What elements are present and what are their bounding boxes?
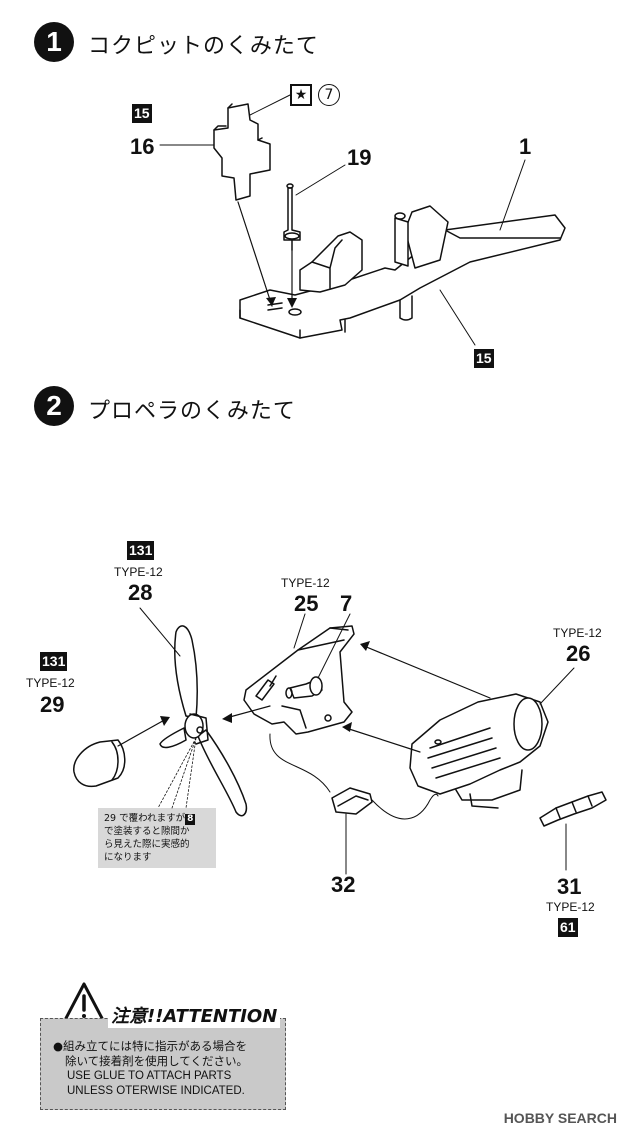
part-31-label: 31 [557, 874, 582, 899]
type-label-31: TYPE-12 [546, 900, 595, 914]
type-label-29: TYPE-12 [26, 676, 75, 690]
note-line3: ら見えた際に実感的 [104, 839, 190, 850]
propeller-shaft-part [285, 676, 323, 699]
propeller-part [159, 625, 248, 817]
marking-star-icon: ★ [290, 84, 312, 106]
engine-part [409, 693, 549, 809]
type-label-28: TYPE-12 [114, 565, 163, 579]
note-line2: で塗装すると隙間か [104, 826, 190, 837]
control-stick-part [283, 183, 301, 251]
color-ref-131-part29: 131 [40, 652, 68, 671]
attention-line4: UNLESS OTERWISE INDICATED. [67, 1085, 245, 1097]
warning-triangle-icon [62, 982, 106, 1024]
type-label-25: TYPE-12 [281, 576, 330, 590]
attention-line1: ●組み立てには特に指示がある場合を [53, 1039, 248, 1053]
part-7-label: 7 [340, 591, 353, 616]
step-2-title: プロペラのくみたて [88, 399, 296, 424]
watermark: HOBBY SEARCH [503, 1110, 617, 1126]
note-line1: 29 で覆われますが [104, 813, 186, 824]
step-2-badge: 2 [34, 386, 74, 426]
color-ref-15-part16: 15 [132, 104, 152, 123]
rudder-pedal-part [213, 103, 271, 201]
part-25-label: 25 [294, 591, 319, 616]
part-16-label: 16 [130, 134, 155, 159]
part-28-label: 28 [128, 580, 153, 605]
part-29-label: 29 [40, 692, 65, 717]
type-label-26: TYPE-12 [553, 626, 602, 640]
nose-housing-part [243, 625, 355, 735]
part-1-label: 1 [519, 134, 532, 159]
attention-line2: 除いて接着剤を使用してください。 [65, 1054, 248, 1068]
step-1-badge: 1 [34, 22, 74, 62]
part-19-label: 19 [347, 145, 372, 170]
note-color-ref: 8 [185, 814, 196, 825]
color-ref-61-part31: 61 [558, 918, 578, 937]
part-26-label: 26 [566, 641, 591, 666]
attention-line3: USE GLUE TO ATTACH PARTS [67, 1070, 232, 1082]
spinner-part [73, 739, 126, 788]
color-ref-15-part1: 15 [474, 349, 494, 368]
exhaust-part [331, 787, 373, 815]
attention-box: ●組み立てには特に指示がある場合を 除いて接着剤を使用してください。 USE G… [40, 1018, 286, 1110]
attention-label: 注意!!ATTENTION [108, 1002, 281, 1028]
color-ref-131-part28: 131 [127, 541, 155, 560]
cockpit-floor-part [239, 205, 566, 339]
marking-ref-7: 7 [318, 84, 340, 106]
part-32-label: 32 [331, 872, 356, 897]
exhaust-stack-part [539, 791, 607, 827]
note-line4: になります [104, 852, 152, 863]
step-1-title: コクピットのくみたて [88, 34, 319, 59]
